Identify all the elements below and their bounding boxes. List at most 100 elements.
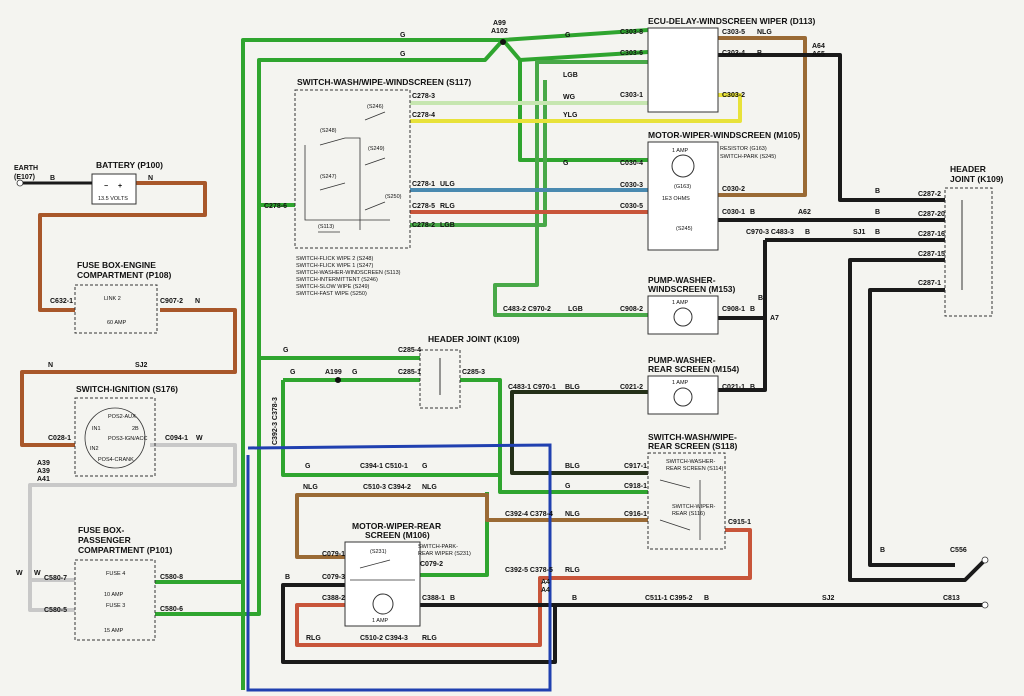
- fusebox-engine-title2: COMPARTMENT (P108): [77, 270, 171, 280]
- mww-title: MOTOR-WIPER-WINDSCREEN (M105): [648, 130, 801, 140]
- swr-contacts: [659, 479, 701, 540]
- conn-c510-3: C510-3 C394-2: [363, 484, 411, 491]
- wire-b-rear: [281, 583, 985, 664]
- swr-sub1b: REAR SCREEN (S114): [666, 466, 724, 472]
- wire-label-g-top: G: [400, 32, 406, 39]
- swr-title1: SWITCH-WASH/WIPE-: [648, 432, 737, 442]
- conn-c278-2: C278-2: [412, 222, 435, 229]
- fusebox-engine: FUSE BOX-ENGINE COMPARTMENT (P108) LINK …: [50, 260, 200, 334]
- wire-label-lgb-c278: LGB: [440, 222, 455, 229]
- wire-label-b-ecu: B: [757, 50, 762, 57]
- swr-sub2b: REAR (S116): [672, 511, 705, 517]
- mww-motor-icon: [671, 154, 695, 178]
- conn-c632-1: C632-1: [50, 298, 73, 305]
- splice-a4: A4: [541, 579, 550, 586]
- mww-amp: 1 AMP: [672, 148, 689, 154]
- wire-label-g-swr: G: [565, 483, 571, 490]
- conn-c303-6: C303-6: [620, 50, 643, 57]
- conn-c915-1: C915-1: [728, 519, 751, 526]
- splice-a64: A64: [812, 43, 825, 50]
- conn-c028-1: C028-1: [48, 435, 71, 442]
- splice-sj2: SJ2: [135, 362, 148, 369]
- switch-ignition-box: [74, 397, 156, 477]
- ign-in1: IN1: [92, 426, 101, 432]
- mwr-title1: MOTOR-WIPER-REAR: [352, 521, 441, 531]
- wire-g-ecu-c303-6: [519, 50, 649, 62]
- conn-c287-2: C287-2: [918, 191, 941, 198]
- wire-label-b-c511: B: [704, 595, 709, 602]
- pww-motor-icon: [673, 307, 693, 327]
- wire-label-g-hj2: G: [290, 369, 296, 376]
- wire-lgb-ecu-pump: [493, 60, 648, 317]
- conn-c287-1: C287-1: [918, 280, 941, 287]
- sww-notes: SWITCH-FLICK WIPE 2 (S248) SWITCH-FLICK …: [296, 256, 401, 297]
- conn-c278-1: C278-1: [412, 181, 435, 188]
- wire-b-header-c556: [848, 258, 987, 582]
- conn-c079-2: C079-2: [420, 561, 443, 568]
- highlight-outline: [246, 443, 552, 692]
- pwr-title2: REAR SCREEN (M154): [648, 364, 739, 374]
- wire-rlg-rear: [295, 528, 752, 647]
- wire-label-lgb: LGB: [563, 72, 578, 79]
- wire-label-g-top2: G: [400, 51, 406, 58]
- wire-label-w-left2: W: [34, 570, 41, 577]
- splice-a65: A65: [812, 51, 825, 58]
- wire-label-rlg-rear: RLG: [306, 635, 321, 642]
- header-joint-mid: HEADER JOINT (K109) C285-4 C285-1 C285-3: [398, 334, 520, 409]
- sww-note-2: SWITCH-WASHER-WINDSCREEN (S113): [296, 270, 401, 276]
- conn-c556: C556: [950, 547, 967, 554]
- wire-label-g-motor: G: [563, 160, 569, 167]
- conn-c918-1: C918-1: [624, 483, 647, 490]
- mwr-amp: 1 AMP: [372, 618, 389, 624]
- wire-label-g-c394b: G: [422, 463, 428, 470]
- splice-a199-dot: [335, 377, 341, 383]
- conn-c813: C813: [943, 595, 960, 602]
- battery-box: [91, 173, 137, 205]
- header-joint-right: HEADER JOINT (K109) C287-2 C287-20 C287-…: [918, 164, 1004, 317]
- wire-b-ecu-header: [718, 53, 945, 202]
- conn-c580-6: C580-6: [160, 606, 183, 613]
- fusebox-engine-title1: FUSE BOX-ENGINE: [77, 260, 156, 270]
- conn-c285-3: C285-3: [462, 369, 485, 376]
- conn-c021-1: C021-1: [722, 384, 745, 391]
- motor-wiper-ws: MOTOR-WIPER-WINDSCREEN (M105) RESISTOR (…: [620, 130, 801, 251]
- fuse4-label: FUSE 4: [106, 571, 125, 577]
- wire-label-b-h2: B: [875, 209, 880, 216]
- conn-c580-8: C580-8: [160, 574, 183, 581]
- wire-label-b-c030: B: [750, 209, 755, 216]
- splice-sj1: SJ1: [853, 229, 866, 236]
- sww-title: SWITCH-WASH/WIPE-WINDSCREEN (S117): [297, 77, 471, 87]
- battery-title: BATTERY (P100): [96, 160, 163, 170]
- swr-sub1a: SWITCH-WASHER-: [666, 459, 715, 465]
- wire-label-b-pwr: B: [750, 384, 755, 391]
- wire-label-ylg: YLG: [563, 112, 578, 119]
- sww-s250: (S250): [385, 194, 402, 200]
- wire-label-nlg-c510: NLG: [303, 484, 318, 491]
- wire-label-w-left: W: [16, 570, 23, 577]
- wire-label-b-c556: B: [880, 547, 885, 554]
- sww-note-3: SWITCH-INTERMITTENT (S246): [296, 277, 378, 283]
- wire-g-header-mid: [259, 356, 648, 494]
- conn-c303-5: C303-5: [722, 29, 745, 36]
- wire-b-c970-header: [718, 238, 945, 392]
- wire-label-b-pump: B: [750, 306, 755, 313]
- mwr-s231: (S231): [370, 549, 387, 555]
- conn-c917-1: C917-1: [624, 463, 647, 470]
- conn-c287-20: C287-20: [918, 211, 945, 218]
- splice-a39b: A39: [37, 468, 50, 475]
- pwr-amp: 1 AMP: [672, 380, 689, 386]
- mwr-park2: REAR WIPER (S231): [418, 551, 471, 557]
- pwr-title1: PUMP-WASHER-: [648, 355, 716, 365]
- conn-c030-3: C030-3: [620, 182, 643, 189]
- wire-label-blg: BLG: [565, 384, 580, 391]
- conn-c278-6: C278-6: [264, 203, 287, 210]
- splice-a99: A99: [493, 20, 506, 27]
- conn-c511-1: C511-1 C395-2: [645, 595, 693, 602]
- conn-c303-8: C303-8: [620, 29, 643, 36]
- conn-c907-2: C907-2: [160, 298, 183, 305]
- wire-w-ign: [28, 443, 237, 612]
- switch-wash-wipe-ws: SWITCH-WASH/WIPE-WINDSCREEN (S117) (S246…: [264, 77, 471, 297]
- mww-note2: SWITCH-PARK (S245): [720, 154, 776, 160]
- wire-label-b-c388: B: [450, 595, 455, 602]
